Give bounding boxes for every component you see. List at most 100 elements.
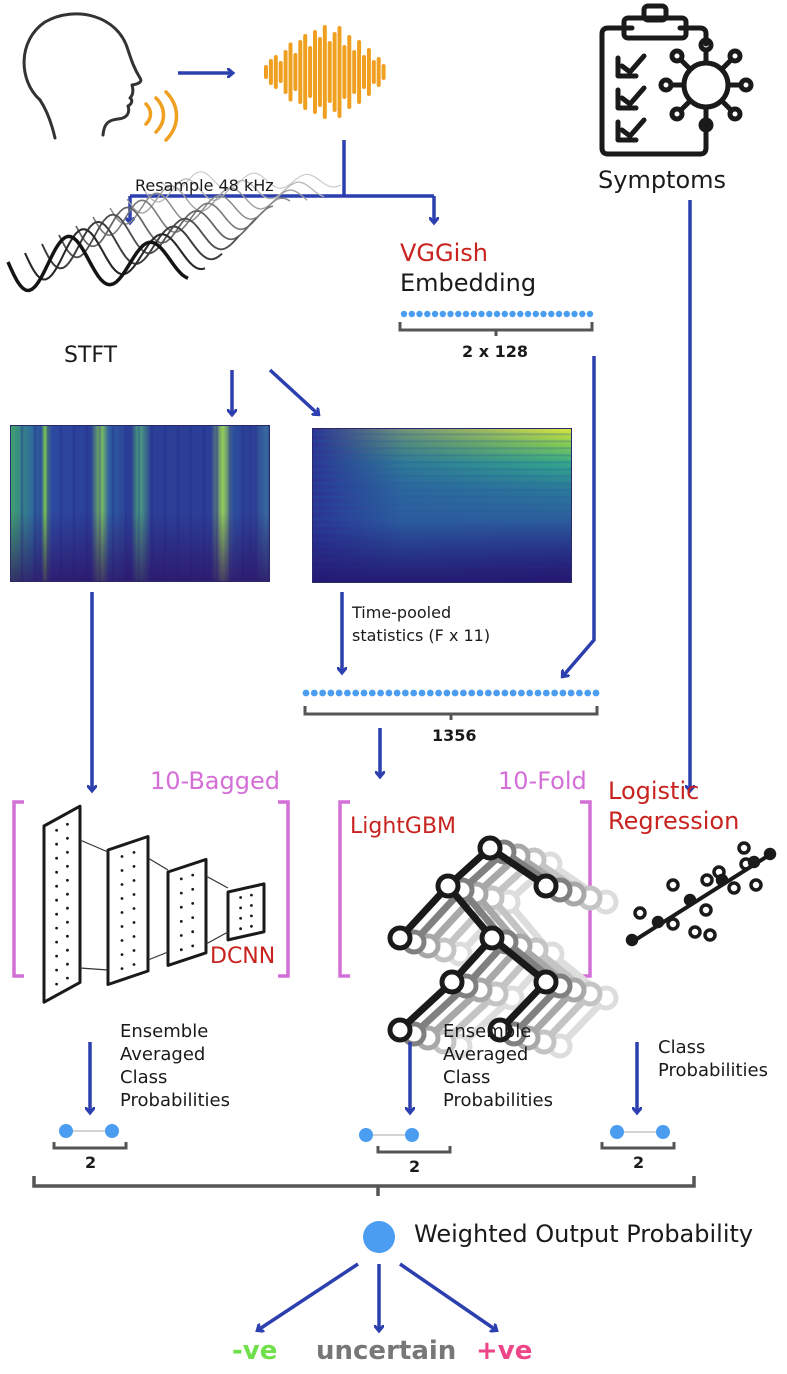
feature-dot [501,689,509,697]
feature-dot [468,689,476,697]
vggish-dim-label: 2 x 128 [462,342,528,361]
tree-icon [387,835,619,1059]
cnn-neuron [132,893,136,896]
cnn-neuron [55,884,58,888]
feature-dot [478,310,485,318]
feature-dot [344,689,351,697]
feature-dot [484,689,492,697]
vggish-label: VGGish [400,239,488,267]
concat-dim-label: 1356 [432,726,477,745]
virus-icon [658,37,754,133]
lightgbm-label: LightGBM [350,814,457,839]
stft-wave [126,185,308,214]
feature-dot [534,689,542,697]
cnn-neuron [179,877,183,881]
cnn-neuron [191,916,195,919]
feature-dot [501,310,508,318]
stft-waves-icon [6,171,342,293]
cnn-connection [147,857,169,871]
cnn-layer [226,882,266,942]
cnn-neuron [120,883,124,886]
feature-dot [476,689,484,697]
stft-wave [143,178,325,203]
prob-pairs [52,1124,676,1154]
cnn-connection [147,951,169,961]
cnn-neuron [55,828,58,832]
clipboard-icon [599,3,709,157]
cnn-neuron [120,869,124,872]
arrow-to-pos [399,1262,496,1330]
feature-dot [486,310,493,318]
cnn-neuron [120,967,124,970]
cnn-neuron [120,925,124,928]
cnn-neuron [66,850,69,854]
cnn-neuron [66,836,69,840]
stft-wave [24,228,206,281]
feature-dot [402,689,409,697]
feature-dot [567,689,575,697]
stft-wave [6,234,189,293]
cnn-connection [205,875,229,889]
tree-node [533,873,559,899]
feature-dot [509,689,517,697]
cnn-neuron [132,963,136,966]
feature-dot [310,689,318,697]
waveform-icon [264,25,386,119]
feature-dot [327,689,335,697]
feature-dot [576,689,583,697]
cnn-neuron [55,968,58,972]
cnn-neuron [55,954,58,958]
cnn-connection [79,839,109,853]
tree-node [435,873,461,899]
time-pooled-label-1: Time-pooled [352,603,452,622]
cnn-connection [79,967,109,971]
cnn-neuron [66,892,69,896]
spectrogram-image [10,425,270,582]
feature-dot [455,310,462,318]
feature-dot [551,689,558,697]
tree-node [479,925,505,951]
cnn-neuron [191,902,195,905]
cnn-neuron [191,873,195,877]
cnn-neuron [239,916,243,920]
feature-dot [352,689,360,697]
feature-dot [424,310,431,318]
cqt-image [312,428,572,583]
embedding-label: Embedding [400,269,537,297]
cnn-neuron [55,940,58,944]
arrow-to-neg [258,1262,359,1330]
cnn-layer [166,857,208,967]
tree-node [477,835,503,861]
cnn-neuron [250,904,253,907]
fold-label: 10-Fold [498,767,587,795]
cnn-neuron [120,897,124,900]
feature-dot [542,689,550,697]
stft-label: STFT [64,343,118,368]
feature-dot [460,689,467,697]
final-bracket [32,1176,696,1196]
feature-dot [319,689,326,697]
cnn-neuron [66,948,69,952]
cnn-neuron [66,822,69,826]
cnn-neuron [55,842,58,846]
cnn-neuron [66,962,69,966]
feature-dot [393,689,401,697]
cnn-neuron [55,982,58,986]
cnn-neuron [132,949,136,952]
feature-dot [518,689,525,697]
regression-icon [625,841,777,947]
feature-dot [302,689,310,697]
head-icon [22,12,143,140]
cnn-neuron [250,924,253,928]
neg-label: -ve [232,1336,278,1366]
cnn-neuron [191,887,195,891]
feature-dot [571,310,578,318]
cnn-neuron [55,898,58,902]
feature-dot [540,310,547,318]
cnn-neuron [179,948,183,952]
weighted-output-label: Weighted Output Probability [414,1220,754,1248]
tree-node [533,969,559,995]
cnn-neuron [120,953,124,956]
cnn-neuron [120,855,124,858]
